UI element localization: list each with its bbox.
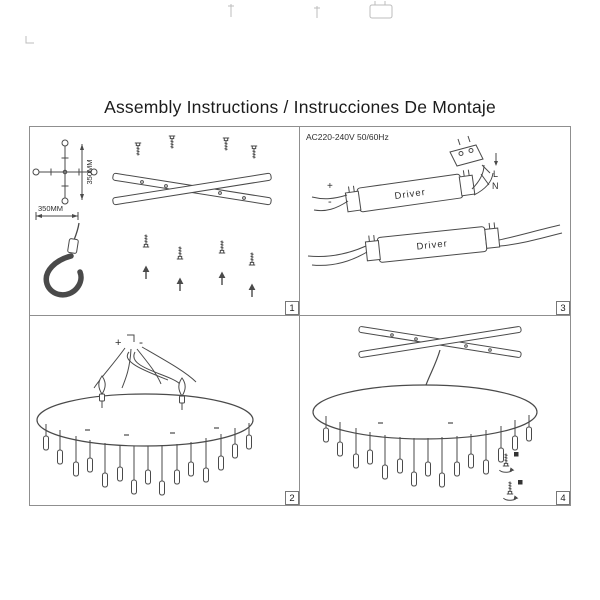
instruction-grid: 350MM 350MM xyxy=(29,126,571,506)
cross-bracket-exploded xyxy=(112,172,272,206)
pendant xyxy=(203,438,209,483)
rotation-arrow-icon xyxy=(503,494,519,501)
pendant xyxy=(188,442,194,477)
screw-icon xyxy=(142,234,150,248)
print-artifacts xyxy=(25,1,393,44)
pendant-set xyxy=(43,423,252,496)
panel4-drawing xyxy=(312,326,538,501)
panel-number-badge: 4 xyxy=(556,491,570,505)
pendant-set xyxy=(323,415,532,488)
pendant xyxy=(232,428,238,459)
panel3-drawing: AC220-240V 50/60Hz L N xyxy=(306,132,563,266)
pendant xyxy=(102,443,108,488)
nut-square xyxy=(518,480,523,485)
pendant xyxy=(397,437,403,474)
screw-icon xyxy=(218,240,226,254)
screw-icon xyxy=(168,135,176,149)
driver-unit-1: Driver xyxy=(311,164,494,213)
pendant xyxy=(353,428,359,469)
power-spec-label: AC220-240V 50/60Hz xyxy=(306,132,389,142)
pendant xyxy=(246,423,252,450)
label-line: L xyxy=(493,169,498,179)
screws-above xyxy=(134,135,258,159)
driver-label: Driver xyxy=(416,238,448,252)
panel2-drawing: + - xyxy=(36,334,254,496)
pendant xyxy=(411,438,417,487)
power-wires xyxy=(93,346,197,389)
pendant xyxy=(498,426,504,463)
arrow-up-icon xyxy=(247,282,257,298)
nut-square xyxy=(514,452,519,457)
panel-number-badge: 1 xyxy=(285,301,299,315)
pendant xyxy=(218,434,224,471)
wire-hook xyxy=(127,334,135,342)
pendant xyxy=(454,436,460,477)
screw-rotation-group xyxy=(499,452,523,501)
screws-below-with-arrows xyxy=(141,234,257,298)
line-neutral-callouts: L N xyxy=(480,153,499,191)
pendant xyxy=(425,438,431,477)
pendant xyxy=(367,432,373,465)
pendant xyxy=(512,420,518,451)
panel-number-badge: 3 xyxy=(556,301,570,315)
rotation-arrow-icon xyxy=(499,466,515,473)
plus-label: + xyxy=(115,337,121,349)
minus-label: - xyxy=(139,335,143,349)
pendant xyxy=(87,440,93,473)
screw-icon xyxy=(134,142,142,156)
dimension-vertical-label: 350MM xyxy=(85,159,94,184)
pendant xyxy=(145,446,151,485)
panel-1: 350MM 350MM xyxy=(30,127,300,316)
canopy-disc xyxy=(36,393,254,447)
mounting-cross-top-view xyxy=(32,139,98,205)
dimension-horizontal-350mm: 350MM xyxy=(35,204,79,220)
pendant xyxy=(323,416,329,443)
plus-label: + xyxy=(327,181,333,192)
pendant xyxy=(174,444,180,485)
screw-icon xyxy=(250,145,258,159)
screw-icon xyxy=(506,481,514,495)
pendant xyxy=(57,430,63,465)
screw-icon xyxy=(248,252,256,266)
ceiling-hook-drawing xyxy=(43,222,84,298)
label-neutral: N xyxy=(492,181,499,191)
driver-unit-2: Driver xyxy=(307,222,563,266)
panel-2: + - xyxy=(30,316,300,505)
pendant xyxy=(483,430,489,475)
pendant xyxy=(43,424,49,451)
pendant xyxy=(382,435,388,480)
candle-bulb-icon xyxy=(98,375,106,408)
dimension-vertical-350mm: 350MM xyxy=(80,144,94,200)
panel1-drawing: 350MM 350MM xyxy=(32,135,272,298)
pendant xyxy=(439,437,445,488)
arrow-up-icon xyxy=(141,264,151,280)
page-title: Assembly Instructions / Instrucciones De… xyxy=(104,97,496,117)
screw-icon xyxy=(222,137,230,151)
candle-bulb-icon xyxy=(178,377,186,410)
pendant xyxy=(159,445,165,496)
polarity-marks xyxy=(85,427,219,436)
dimension-horizontal-label: 350MM xyxy=(38,204,63,213)
terminal-plate xyxy=(449,135,484,167)
pendant xyxy=(131,446,137,495)
driver-label: Driver xyxy=(394,187,427,202)
pendant xyxy=(337,422,343,457)
pendant xyxy=(526,415,532,442)
arrow-up-icon xyxy=(175,276,185,292)
panel-3: AC220-240V 50/60Hz L N xyxy=(300,127,570,316)
screw-icon xyxy=(176,246,184,260)
pendant xyxy=(468,434,474,469)
panel-number-badge: 2 xyxy=(285,491,299,505)
panel-4: 4 xyxy=(300,316,570,505)
cross-bracket xyxy=(358,326,522,358)
pendant xyxy=(117,445,123,482)
pendant xyxy=(73,436,79,477)
arrow-up-icon xyxy=(217,270,227,286)
minus-label: - xyxy=(328,196,332,208)
suspension-wire xyxy=(425,349,441,386)
canopy-disc xyxy=(312,384,538,440)
